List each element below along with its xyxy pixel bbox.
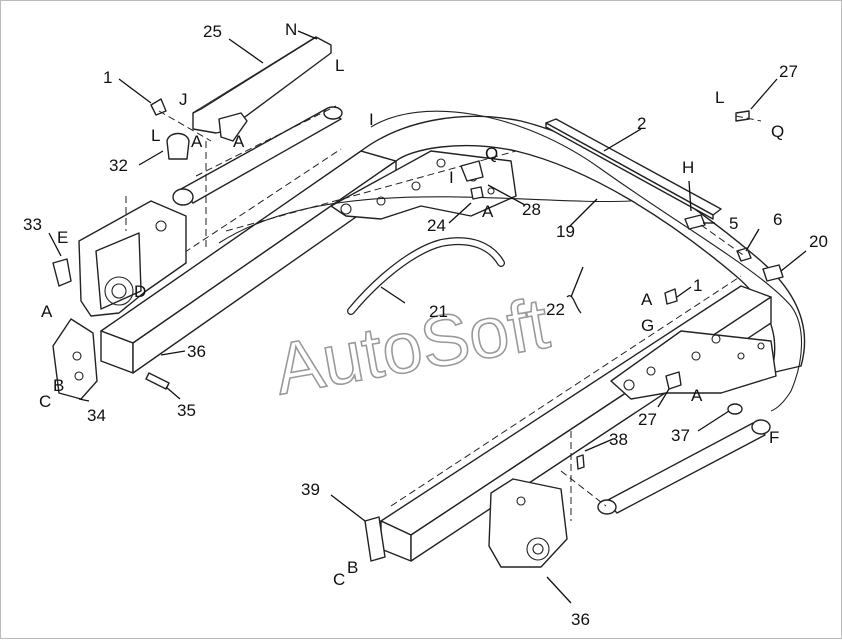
bracket-28 — [460, 160, 484, 182]
letter-i-1: I — [369, 110, 374, 129]
letter-j: J — [179, 90, 188, 109]
cylinder-left — [172, 105, 343, 206]
letter-f: F — [769, 428, 779, 447]
letter-a-3: A — [482, 202, 494, 221]
callout-24: 24 — [427, 216, 446, 235]
letter-l-top: L — [335, 56, 344, 75]
letter-b-left: B — [53, 376, 64, 395]
part-20 — [762, 264, 784, 282]
callout-6: 6 — [773, 210, 782, 229]
letter-a-1: A — [191, 132, 203, 151]
letter-h: H — [682, 158, 694, 177]
clamp-32 — [166, 132, 190, 160]
letter-l-right: L — [715, 88, 724, 107]
letter-i-2: I — [449, 168, 454, 187]
clip-1-right — [664, 288, 678, 305]
callout-37: 37 — [671, 426, 690, 445]
assembly-lines — [125, 110, 762, 521]
callout-28: 28 — [522, 200, 541, 219]
letter-q-2: Q — [771, 122, 784, 141]
callout-39: 39 — [301, 480, 320, 499]
end-plate-39 — [364, 516, 386, 562]
end-plate-34 — [52, 318, 98, 400]
letter-markers: N L J L A A I Q I A H L Q E D A B C A G … — [39, 20, 784, 589]
part-22 — [566, 295, 582, 314]
callout-22: 22 — [546, 300, 565, 319]
callout-34: 34 — [87, 406, 106, 425]
callout-38: 38 — [609, 430, 628, 449]
callout-1-right: 1 — [693, 276, 702, 295]
part-5 — [684, 214, 706, 230]
cylinder-right — [597, 403, 771, 515]
callout-36-left: 36 — [187, 342, 206, 361]
bracket-24 — [470, 186, 484, 200]
letter-q-1: Q — [485, 144, 498, 163]
letter-c-right: C — [333, 570, 345, 589]
part-27-frame — [665, 371, 682, 390]
callout-36-bottom: 36 — [571, 610, 590, 629]
cover-plate-25 — [192, 36, 332, 142]
wear-strip-2 — [545, 118, 722, 220]
callout-21: 21 — [429, 302, 448, 321]
callout-25: 25 — [203, 22, 222, 41]
letter-a-6: A — [691, 386, 703, 405]
pin-35 — [145, 372, 170, 390]
watermark-text: AutoSoft — [269, 283, 555, 410]
callout-numbers: 25 1 32 33 34 35 36 2 27 5 6 20 19 28 24… — [23, 22, 828, 629]
letter-g: G — [641, 316, 654, 335]
callout-32: 32 — [109, 156, 128, 175]
left-end-bracket — [52, 200, 187, 317]
letter-e: E — [57, 228, 68, 247]
pin-38 — [576, 454, 585, 470]
letter-d: D — [134, 282, 146, 301]
letter-c-left: C — [39, 392, 51, 411]
letter-a-2: A — [233, 132, 245, 151]
letter-l-left: L — [151, 126, 160, 145]
cable-19 — [370, 110, 803, 412]
letter-n: N — [285, 20, 297, 39]
callout-2: 2 — [637, 114, 646, 133]
callout-1-left: 1 — [103, 68, 112, 87]
letter-b-right: B — [347, 558, 358, 577]
callout-5: 5 — [729, 214, 738, 233]
letter-a-4: A — [41, 302, 53, 321]
part-6 — [736, 247, 752, 262]
callout-27-frame: 27 — [638, 410, 657, 429]
callout-19: 19 — [556, 222, 575, 241]
right-end-bracket — [488, 478, 568, 568]
callout-20: 20 — [809, 232, 828, 251]
callout-35: 35 — [177, 401, 196, 420]
leader-lines — [48, 30, 807, 604]
callout-27-top: 27 — [779, 62, 798, 81]
clip-1-left — [150, 98, 167, 116]
letter-a-5: A — [641, 290, 653, 309]
callout-33: 33 — [23, 215, 42, 234]
